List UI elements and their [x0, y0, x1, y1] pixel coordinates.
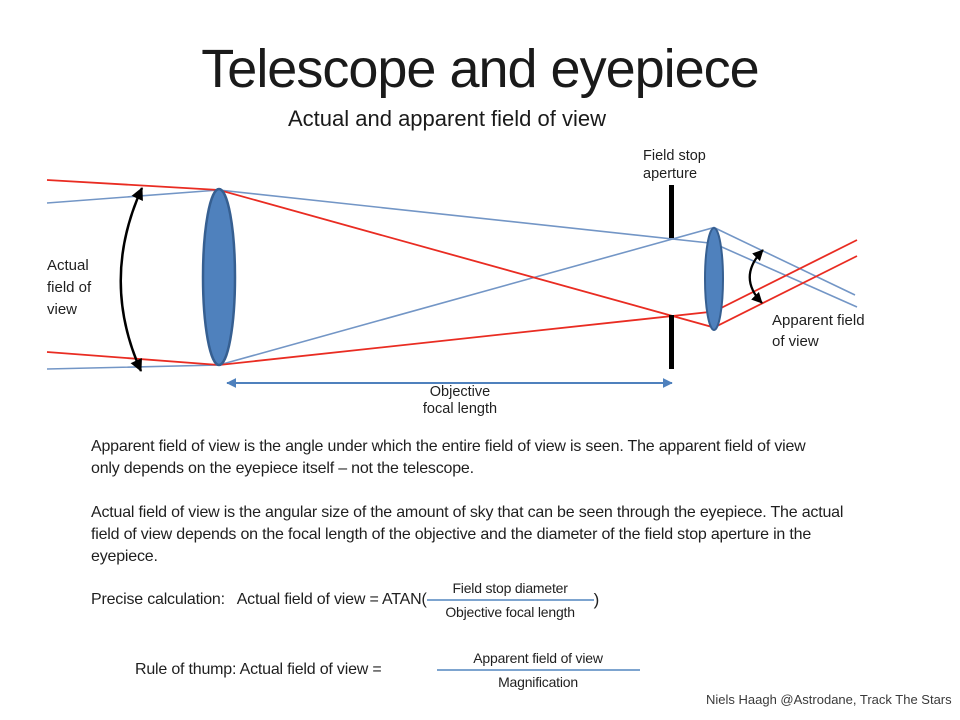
- red-ray-upper: [46, 179, 858, 329]
- author-credit: Niels Haagh @Astrodane, Track The Stars: [706, 692, 952, 707]
- precise-formula-numerator: Field stop diameter: [426, 580, 594, 601]
- rule-formula-fraction: Apparent field of view Magnification: [436, 650, 640, 690]
- eyepiece-lens: [704, 227, 724, 331]
- rule-formula-denominator: Magnification: [498, 674, 578, 690]
- slide-title: Telescope and eyepiece: [201, 39, 759, 99]
- rule-formula-numerator: Apparent field of view: [436, 650, 640, 671]
- apparent-fov-paragraph: Apparent field of view is the angle unde…: [91, 438, 806, 477]
- actual-fov-paragraph: Actual field of view is the angular size…: [91, 504, 844, 565]
- actual-fov-label: Actual field of view: [47, 257, 92, 318]
- apparent-fov-label: Apparent field of view: [772, 312, 865, 350]
- field-stop-aperture-label: Field stop aperture: [643, 148, 706, 182]
- rule-of-thump-formula: Rule of thump: Actual field of view = Ap…: [135, 650, 640, 690]
- precise-formula-lead: Precise calculation: Actual field of vie…: [91, 591, 427, 608]
- precise-formula-fraction: Field stop diameter Objective focal leng…: [426, 580, 594, 620]
- blue-ray-lower: [46, 226, 856, 370]
- apparent-fov-arc: [748, 249, 764, 304]
- precise-calculation-formula: Precise calculation: Actual field of vie…: [91, 580, 599, 620]
- actual-fov-arc: [119, 187, 144, 372]
- slide-subtitle: Actual and apparent field of view: [288, 106, 606, 131]
- blue-ray-upper: [46, 189, 858, 308]
- rule-formula-lead: Rule of thump: Actual field of view =: [135, 661, 382, 678]
- objective-lens: [201, 187, 237, 367]
- precise-formula-denominator: Objective focal length: [445, 604, 575, 620]
- red-ray-lower: [46, 239, 858, 366]
- objective-focal-length-label: Objective focal length: [422, 384, 498, 417]
- precise-formula-close-paren: ): [593, 590, 600, 609]
